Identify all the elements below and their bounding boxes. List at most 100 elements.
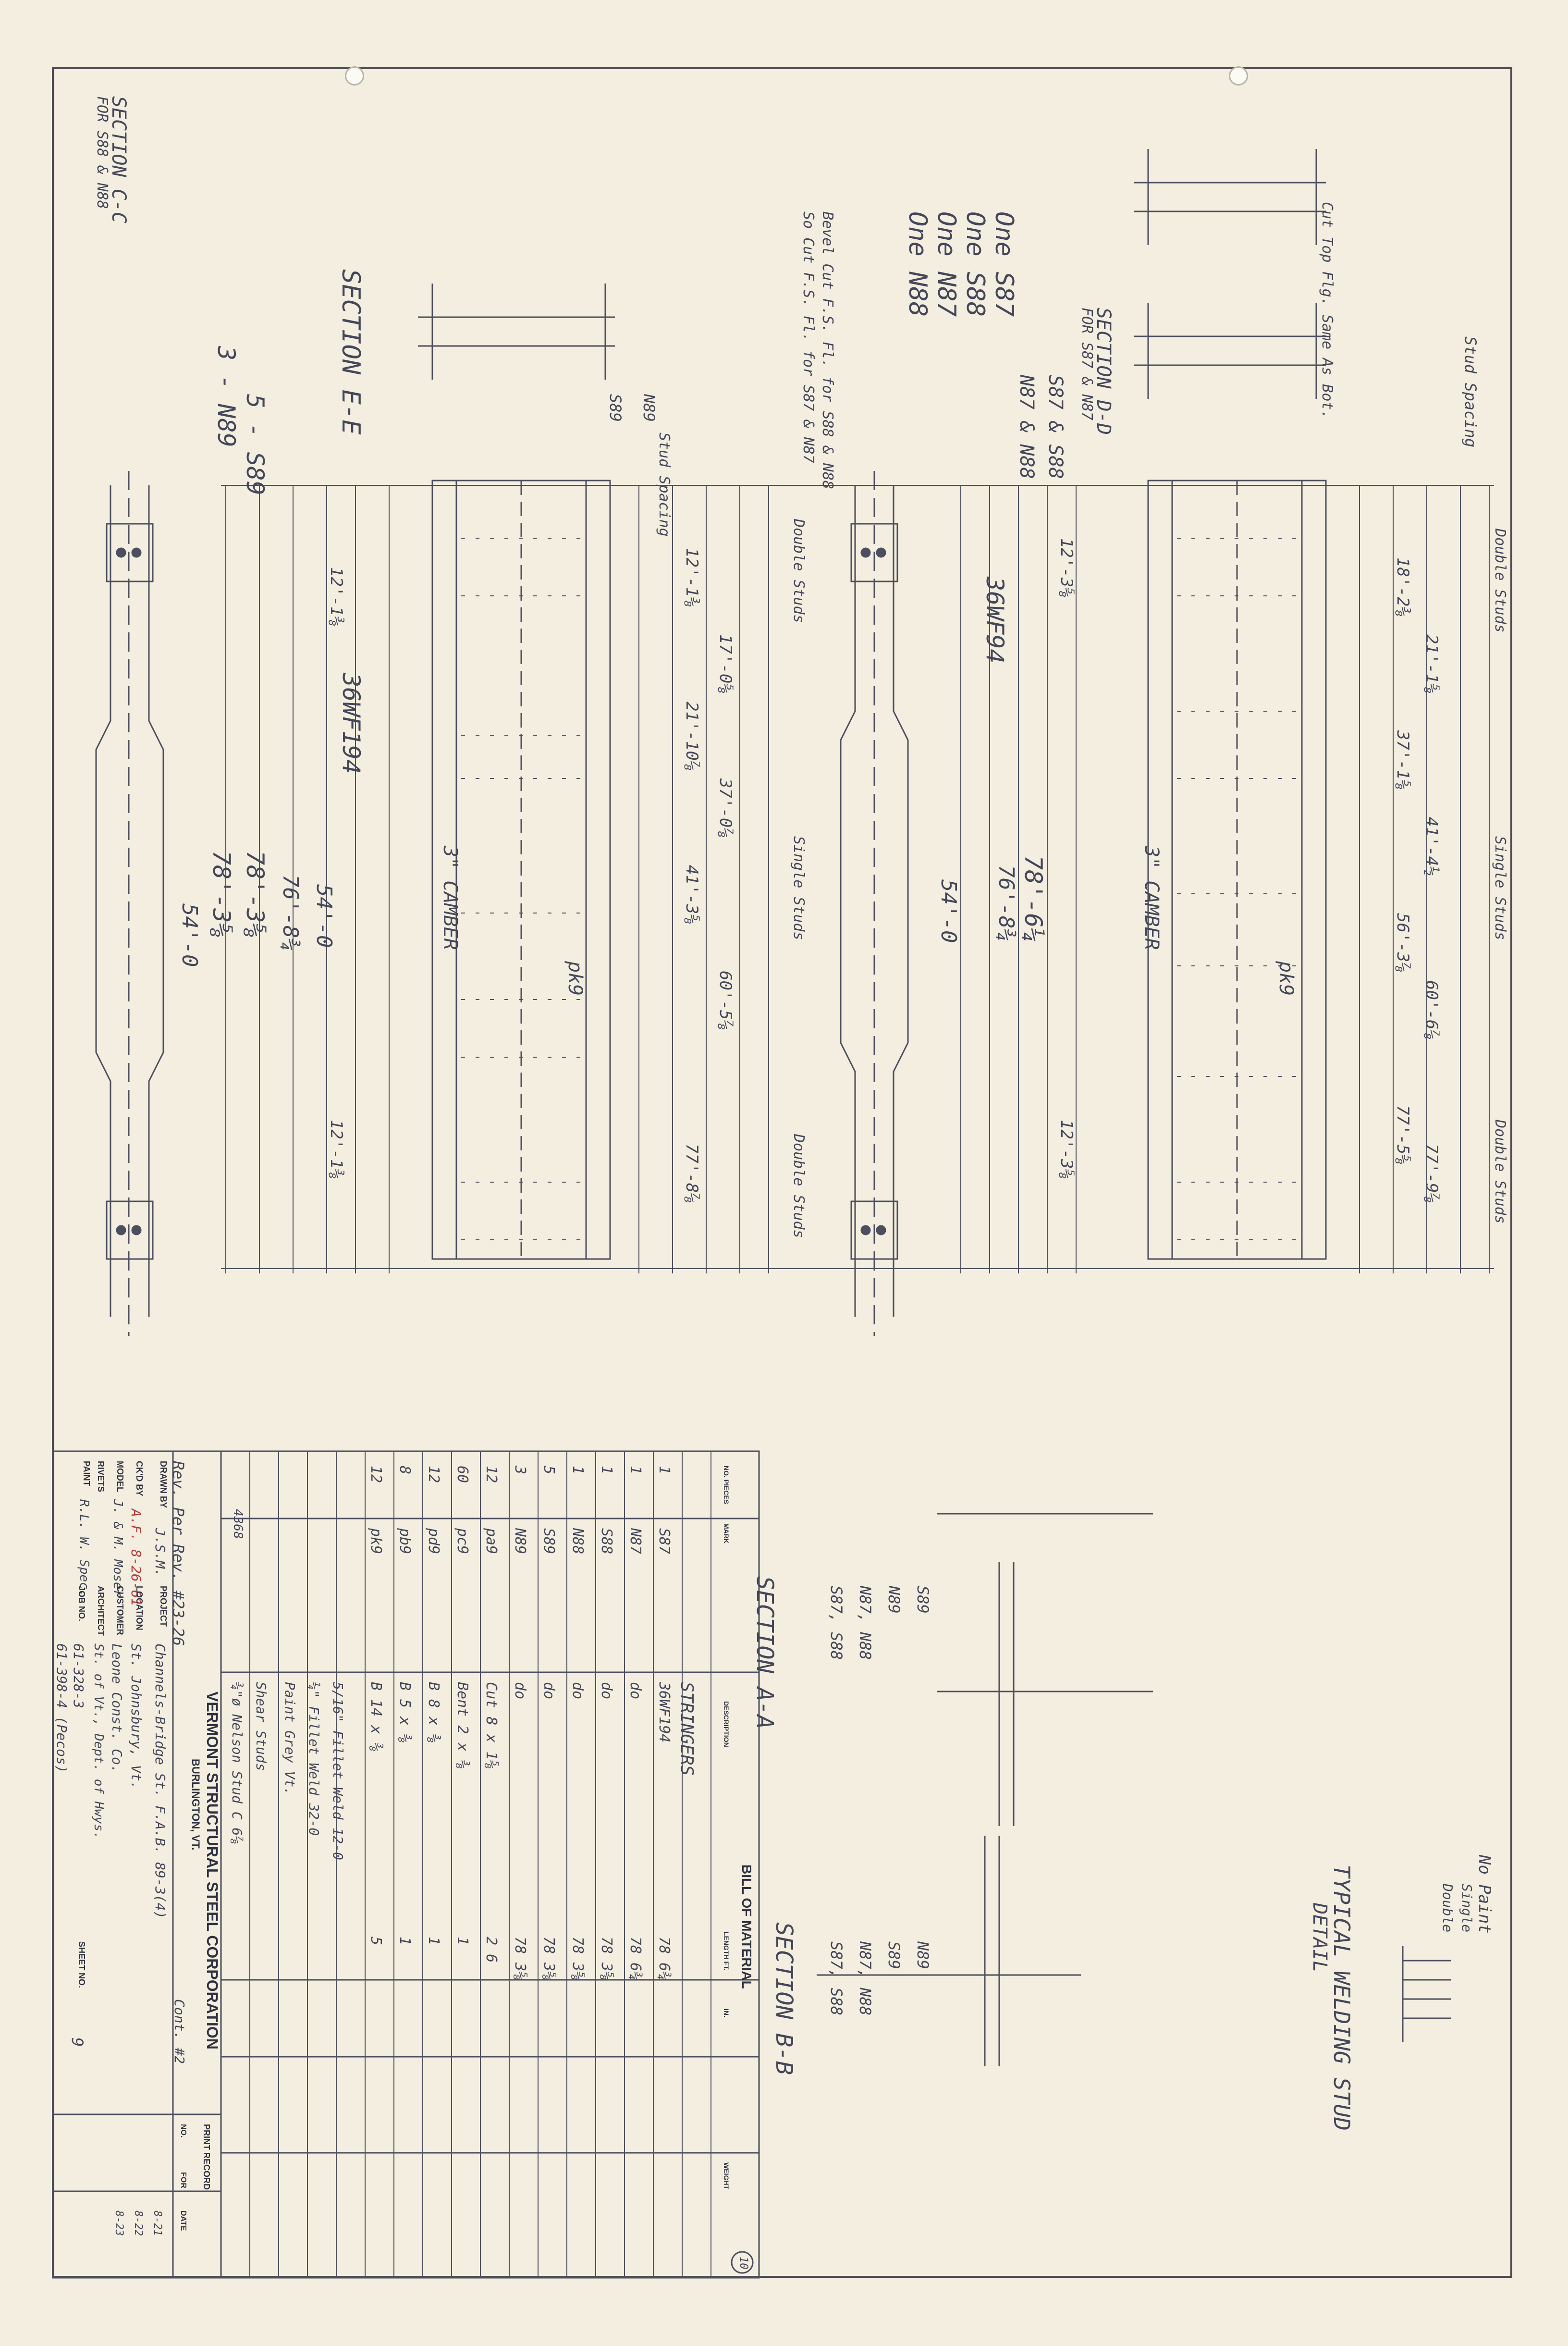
bom-qty: 12 — [483, 1466, 500, 1483]
section-dd-label: SECTION D-D — [1092, 308, 1115, 435]
beam-b-length: 54'-0 — [936, 879, 961, 943]
section-dd-drawing — [1134, 303, 1326, 399]
pk9-a: pk9 — [564, 961, 586, 996]
side-mark-a: N89 — [640, 394, 658, 422]
dim-b: 77'-9⅞ — [1422, 1144, 1441, 1203]
print-date: 8-21 — [151, 2210, 163, 2236]
bom-qty: 1 — [627, 1466, 644, 1475]
bom-length: 1 — [425, 1937, 442, 1946]
punch-hole — [1229, 66, 1248, 86]
section-bb-drawing — [817, 1836, 1081, 2066]
dim-a: 12'-1⅜ — [327, 567, 346, 626]
bom-header-item: STRINGERS — [677, 1682, 697, 1776]
bom-desc: 36WF194 — [656, 1682, 673, 1743]
camber-a: 3" CAMBER — [439, 846, 461, 950]
dim-a: 17'-0⅝ — [716, 634, 735, 693]
drawn-by-label: DRAWN BY — [159, 1461, 168, 1508]
section-cc-sub: FOR S88 & N88 — [94, 96, 110, 209]
location-label: LOCATION — [135, 1586, 144, 1630]
double-studs-b: Double Studs — [1492, 529, 1508, 633]
sb-mark: N87, N88 — [856, 1941, 874, 2016]
dim-b: 77'-5⅝ — [1393, 1105, 1412, 1164]
customer: Leone Const. Co. — [109, 1643, 125, 1773]
no-paint-label: No Paint — [1475, 1855, 1494, 1934]
bom-col-desc: DESCRIPTION — [723, 1701, 730, 1747]
bom-length: 2 6 — [483, 1937, 500, 1963]
bom-length: 78 3⅝ — [569, 1937, 586, 1980]
sa-mark: S89 — [914, 1586, 932, 1614]
bom-note: 5/16" Fillet Weld 12-0 — [330, 1682, 346, 1860]
bom-qty: 12 — [368, 1466, 384, 1483]
section-cc-drawing — [1134, 149, 1326, 245]
sb-mark: N89 — [914, 1941, 932, 1969]
typical-stud-drawing — [1402, 1946, 1451, 2042]
dim-a: 41'-3⅝ — [682, 865, 701, 924]
job-no: 61-328-3 — [71, 1643, 86, 1708]
dim-b: 12'-3⅝ — [1057, 1120, 1076, 1179]
bom-mark: pd9 — [425, 1528, 442, 1555]
bom-desc: do — [627, 1682, 644, 1700]
sb-mark: S87, S88 — [827, 1941, 845, 2016]
bom-col-length: LENGTH FT. — [723, 1932, 730, 1971]
beam-a-length: 54'-0 — [312, 884, 336, 948]
dim-b: 60'-6⅞ — [1422, 980, 1441, 1039]
camber-b: 3" CAMBER — [1140, 846, 1163, 950]
bom-note: ¼" Fillet Weld 32-0 — [306, 1682, 322, 1836]
bom-mark: pk9 — [368, 1528, 384, 1555]
beam-b-mid: 76'-8¾ — [994, 865, 1018, 941]
bom-desc: Cut 8 x 1⅝ — [483, 1682, 500, 1769]
double-label: Double — [1440, 1884, 1456, 1933]
dim-b: 41'-4½ — [1422, 817, 1441, 876]
beam-a-elevation — [95, 471, 164, 1336]
bom-desc: Bent 2 x ⅜ — [454, 1682, 471, 1769]
bom-mark: N88 — [569, 1528, 586, 1555]
bom-desc: do — [512, 1682, 528, 1700]
bom-col-pieces: NO. PIECES — [723, 1466, 730, 1505]
drawn-by: J.S.M. — [152, 1528, 168, 1577]
bom-qty: 1 — [656, 1466, 673, 1475]
paint: R.L. W. Spec. — [77, 1499, 91, 1597]
section-bb-label: SECTION B-B — [771, 1922, 797, 2075]
side-mark-b: N87 & N88 — [1016, 375, 1038, 479]
sa-mark: S87, S88 — [827, 1586, 845, 1660]
bom-length: 1 — [396, 1937, 413, 1946]
beam-a-plan — [431, 480, 611, 1260]
bom-mark: S88 — [598, 1528, 615, 1555]
dim-a: 12'-1⅜ — [682, 548, 701, 607]
section-ee-label: SECTION E-E — [336, 269, 365, 435]
revision-number: 10 — [737, 2257, 749, 2270]
print-record-label: PRINT RECORD — [202, 2124, 211, 2190]
section-aa-label: SECTION A-A — [751, 1576, 778, 1729]
section-cc-label: SECTION C-C — [108, 96, 130, 223]
side-mark-b: S87 & S88 — [1044, 375, 1066, 479]
punch-hole — [345, 66, 364, 86]
beam-b-mark: One S87 — [990, 211, 1018, 317]
dim-b: 21'-1⅝ — [1422, 634, 1441, 693]
bom-desc: do — [540, 1682, 557, 1700]
paint-label: PAINT — [82, 1461, 91, 1486]
stud-spacing-b: Stud Spacing — [1461, 336, 1480, 448]
beam-a-mark: 5 - S89 — [241, 394, 269, 495]
dim-a: 12'-1⅜ — [327, 1120, 346, 1179]
bom-mark: N87 — [627, 1528, 644, 1555]
rev-note: Rev. Per Rev. #23-26 — [169, 1461, 187, 1646]
side-mark-a: S89 — [606, 394, 625, 422]
sheet-label: SHEET NO. — [77, 1941, 86, 1988]
job-label: JOB NO. — [77, 1586, 86, 1622]
sa-mark: N89 — [885, 1586, 903, 1614]
dim-b: 37'-1⅝ — [1393, 730, 1412, 790]
bom-qty: 12 — [425, 1466, 442, 1483]
bom-qty: 8 — [396, 1466, 413, 1475]
cut-top-note: Cut Top Flg. Same As Bot. — [1319, 202, 1335, 419]
section-aa-drawing — [937, 1513, 1153, 1826]
sb-mark: S89 — [885, 1941, 903, 1969]
bom-length: 78 3⅝ — [540, 1937, 557, 1980]
sheet-border — [52, 67, 1512, 2278]
pk9-b: pk9 — [1275, 961, 1297, 996]
bom-length: 5 — [368, 1937, 384, 1946]
single-label: Single — [1459, 1884, 1475, 1933]
print-no-label: NO. — [179, 2124, 187, 2138]
beam-b-plan — [1147, 480, 1327, 1260]
beam-a-mark: 3 - N89 — [212, 346, 240, 447]
